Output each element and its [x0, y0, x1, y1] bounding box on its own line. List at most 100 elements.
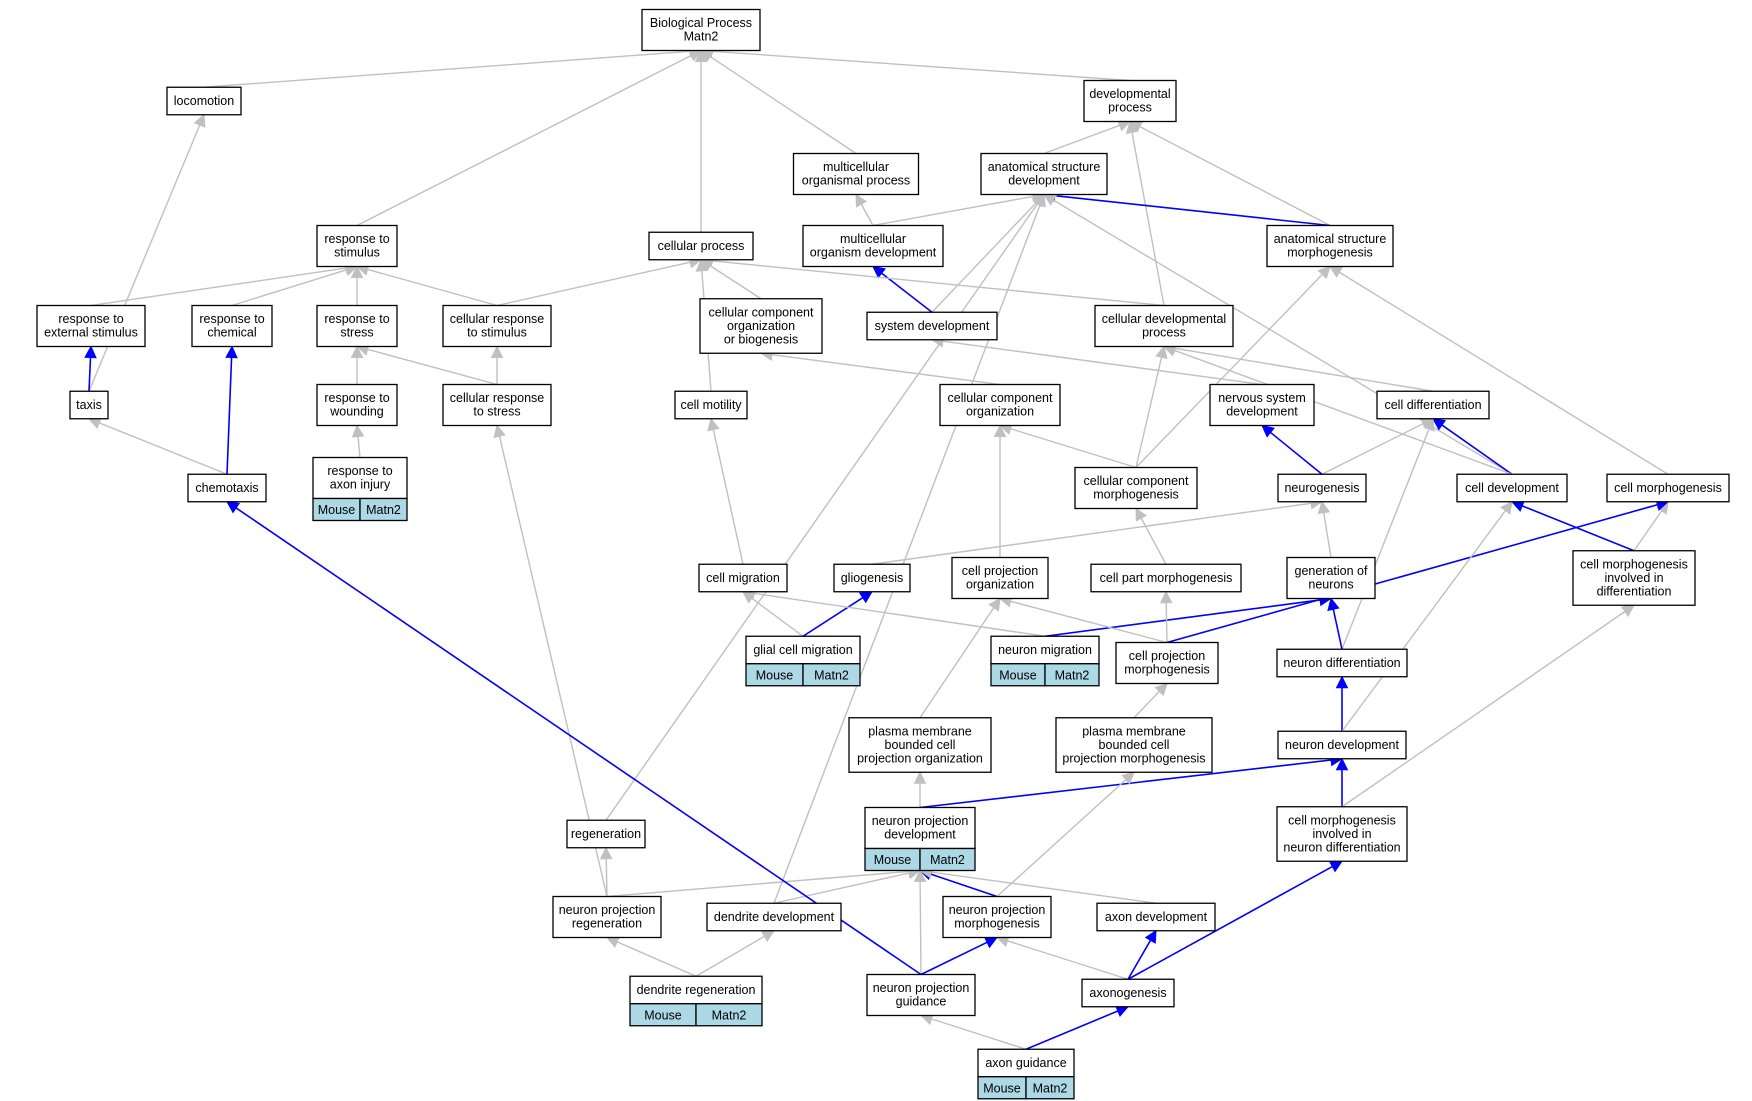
edge-line [1054, 194, 1331, 227]
term-label-line: morphogenesis [1093, 488, 1178, 502]
term-node-cmig[interactable]: cell migration [698, 563, 788, 593]
term-node-neurog[interactable]: neurogenesis [1277, 473, 1367, 503]
term-box [316, 383, 398, 427]
edge-line [872, 195, 1034, 227]
term-node-regen[interactable]: regeneration [566, 819, 646, 849]
edge-line [90, 267, 347, 307]
term-box [1055, 717, 1213, 773]
edge-line [1521, 505, 1635, 552]
term-node-loco[interactable]: locomotion [166, 86, 242, 116]
edge-arrowhead [855, 193, 868, 208]
edge-arrowhead [225, 345, 238, 359]
term-node-dd[interactable]: dendrite development [706, 902, 842, 932]
edge-arrowhead [858, 591, 873, 604]
term-label-line: axon guidance [985, 1056, 1066, 1070]
edge-cdp-to-dev [1125, 120, 1165, 306]
edge-line [712, 429, 744, 565]
term-node-glio[interactable]: gliogenesis [833, 563, 911, 593]
term-label-line: Biological Process [650, 16, 752, 30]
annotation-species: Mouse [756, 668, 794, 682]
term-node-axgen[interactable]: axonogenesis [1081, 978, 1175, 1008]
edge-cpmorph-to-cpm [1159, 590, 1173, 643]
term-label-line: axonogenesis [1089, 986, 1166, 1000]
edge-line [919, 881, 922, 975]
edge-line [1341, 610, 1626, 808]
term-node-cdiff[interactable]: cell differentiation [1376, 390, 1490, 420]
term-label-line: morphogenesis [1124, 663, 1209, 677]
annotation-gene: Matn2 [930, 853, 965, 867]
edge-line [1174, 347, 1434, 392]
term-node-axdev[interactable]: axon development [1096, 902, 1216, 932]
term-node-ndiff[interactable]: neuron differentiation [1276, 648, 1408, 678]
term-node-cp[interactable]: cellular process [648, 231, 754, 261]
edge-arrowhead [1317, 265, 1331, 280]
term-node-cpm[interactable]: cell part morphogenesis [1090, 563, 1242, 593]
annotation-gene: Matn2 [1033, 1081, 1068, 1095]
term-label-line: process [1108, 101, 1152, 115]
term-label-line: organization [966, 578, 1034, 592]
term-node-ndev[interactable]: neuron development [1277, 730, 1407, 760]
edge-line [930, 873, 998, 898]
edge-line [367, 268, 498, 307]
term-node-taxis[interactable]: taxis [69, 390, 109, 420]
edge-line [1339, 271, 1669, 475]
edge-sysd-to-mod [872, 265, 933, 313]
term-label-line: cell projection [962, 564, 1038, 578]
edge-arrowhead [1159, 590, 1173, 604]
term-box [316, 224, 398, 268]
edge-line [753, 592, 1046, 637]
term-box [1277, 730, 1407, 760]
edge-line [711, 50, 1131, 82]
edge-gon-to-neurog [1317, 500, 1332, 558]
term-node-cmorph[interactable]: cell morphogenesis [1606, 473, 1730, 503]
term-node-chemo[interactable]: chemotaxis [187, 473, 267, 503]
term-label-line: cell development [1465, 481, 1559, 495]
term-box [699, 298, 823, 354]
term-node-cmot[interactable]: cell motility [674, 390, 748, 420]
term-box [674, 390, 748, 420]
term-label-line: neuron differentiation [1283, 840, 1400, 854]
term-node-sysd[interactable]: system development [866, 311, 998, 341]
edge-line [920, 941, 988, 976]
edge-cmind-to-ndev [1335, 757, 1349, 807]
term-label-line: response to [324, 232, 389, 246]
edge-line [1025, 1010, 1119, 1050]
term-node-cdev[interactable]: cell development [1456, 473, 1568, 503]
term-label-line: neurogenesis [1284, 481, 1359, 495]
term-label-line: neuron projection [559, 903, 656, 917]
